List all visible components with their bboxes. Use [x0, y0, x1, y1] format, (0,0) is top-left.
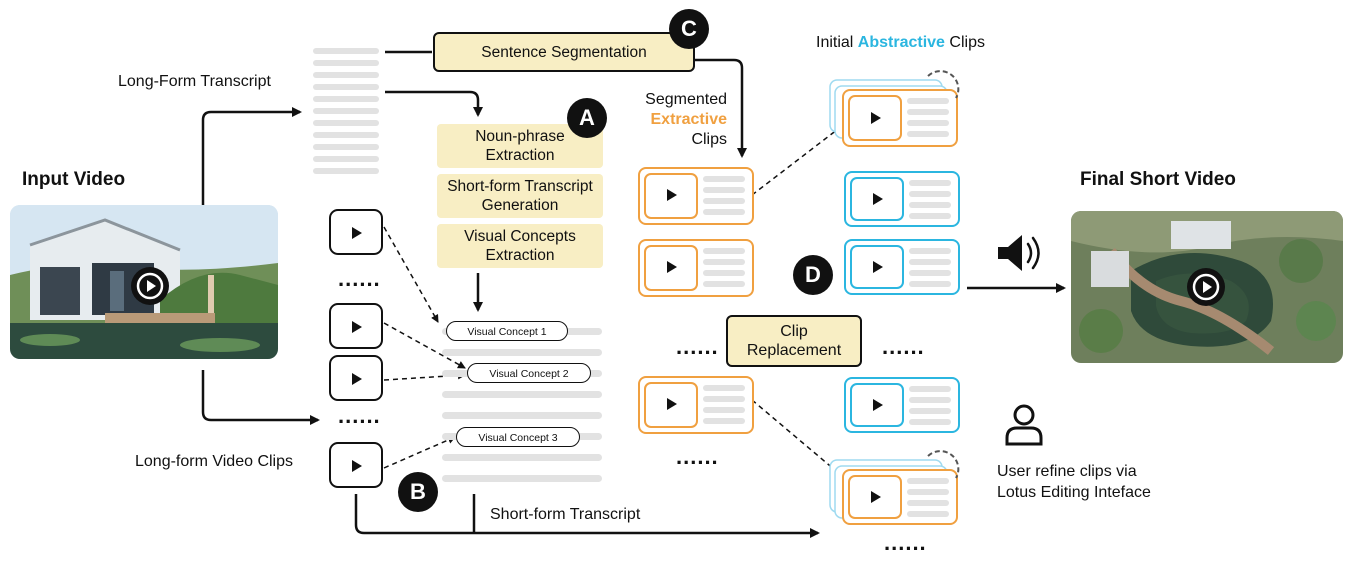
- sentence-segmentation-step: Sentence Segmentation: [433, 32, 695, 72]
- segmented-label-line1: Segmented: [645, 91, 727, 108]
- visual-concept-1: Visual Concept 1: [446, 321, 568, 341]
- user-icon: [1005, 404, 1043, 446]
- segmented-label-line3: Clips: [691, 131, 727, 148]
- initial-suffix: Clips: [944, 34, 985, 51]
- initial-prefix: Initial: [816, 34, 858, 51]
- long-form-clips: [329, 209, 383, 488]
- final-video-play-icon[interactable]: [1187, 268, 1225, 306]
- input-video-play-icon[interactable]: [131, 267, 169, 305]
- visual-concepts-step: Visual Concepts Extraction: [437, 224, 603, 268]
- input-video-label: Input Video: [22, 169, 126, 190]
- abstractive-clips: [829, 70, 960, 525]
- badge-c: C: [669, 9, 709, 49]
- short-form-transcript-label: Short-form Transcript: [490, 506, 641, 523]
- badge-d: D: [793, 255, 833, 295]
- extractive-clips: [638, 167, 754, 434]
- short-form-generation-step: Short-form Transcript Generation: [437, 174, 603, 218]
- initial-abstractive-label: Initial Abstractive Clips: [816, 33, 985, 53]
- badge-a: A: [567, 98, 607, 138]
- clips-ellipsis-2: ......: [338, 403, 381, 428]
- initial-highlight: Abstractive: [857, 34, 945, 51]
- user-refine-line2: Lotus Editing Inteface: [997, 484, 1151, 501]
- short-transcript-lines: [442, 328, 602, 482]
- speaker-icon: [998, 235, 1040, 271]
- long-form-video-clips-label: Long-form Video Clips: [135, 453, 294, 470]
- abstractive-ellipsis-2: ......: [884, 530, 927, 555]
- clips-ellipsis-1: ......: [338, 266, 381, 291]
- visual-concept-2: Visual Concept 2: [467, 363, 591, 383]
- final-short-video-label: Final Short Video: [1080, 169, 1236, 190]
- long-form-transcript-label: Long-Form Transcript: [118, 73, 271, 90]
- user-refine-line1: User refine clips via: [997, 463, 1137, 480]
- extractive-ellipsis-2: ......: [676, 444, 719, 469]
- extractive-ellipsis-1: ......: [676, 334, 719, 359]
- clip-replacement-step: Clip Replacement: [726, 315, 862, 367]
- badge-b: B: [398, 472, 438, 512]
- segmented-label-line2: Extractive: [650, 111, 728, 128]
- visual-concept-3: Visual Concept 3: [456, 427, 580, 447]
- abstractive-ellipsis-1: ......: [882, 334, 925, 359]
- transcript-lines: [313, 48, 379, 174]
